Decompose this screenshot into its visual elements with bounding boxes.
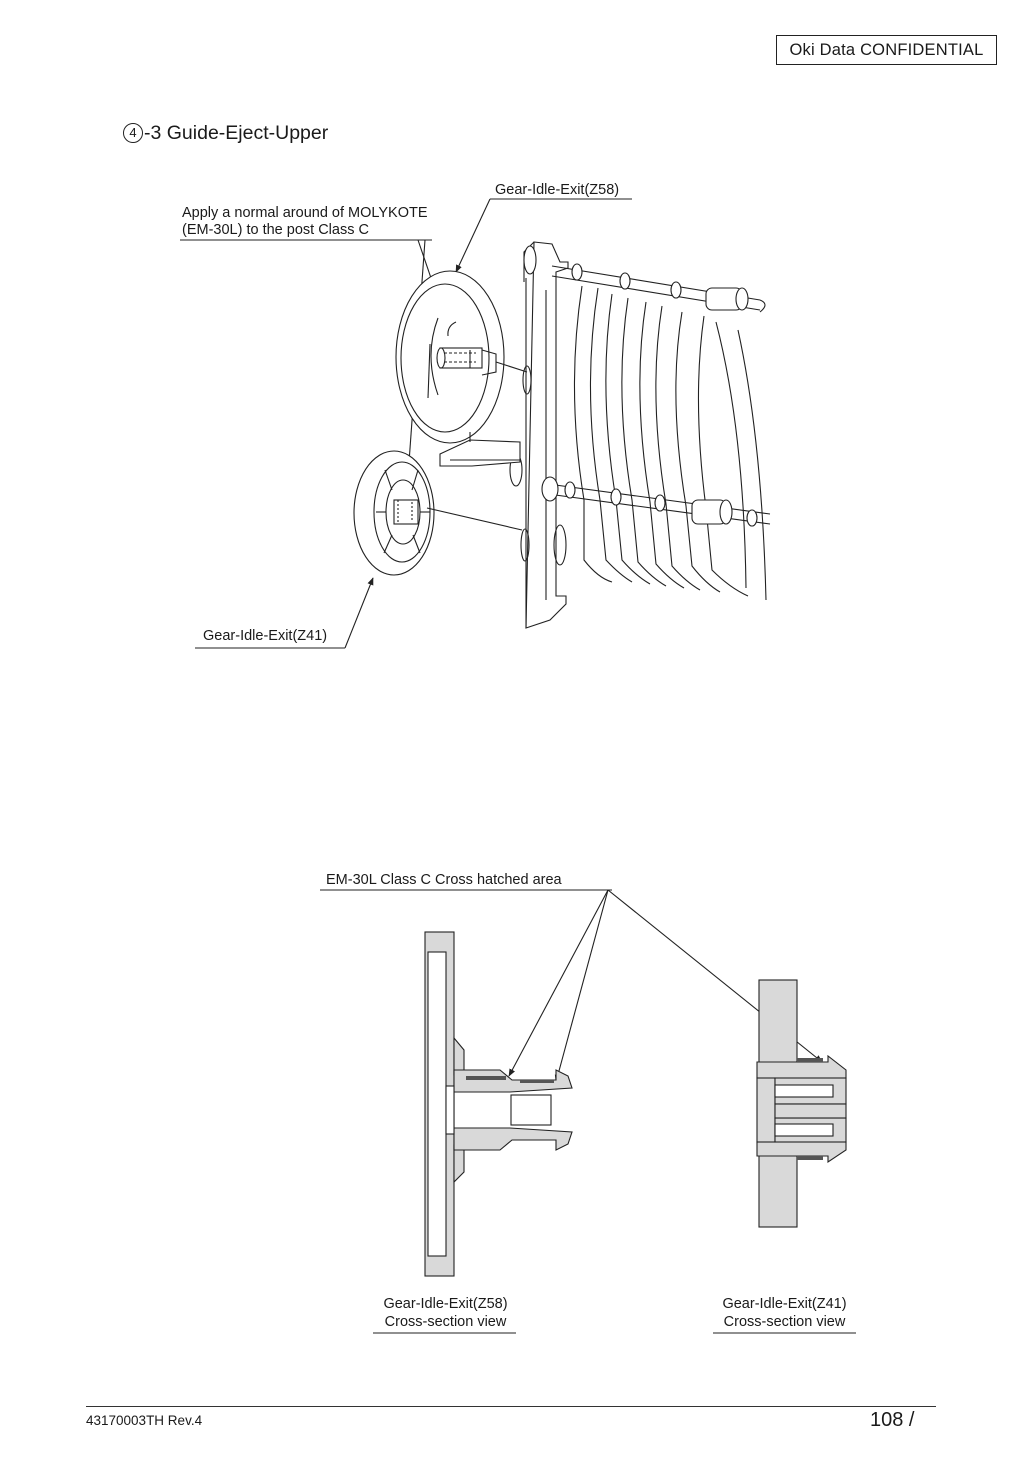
z58-leader [455, 198, 491, 273]
section-title-text: -3 Guide-Eject-Upper [144, 122, 329, 144]
confidential-label: Oki Data CONFIDENTIAL [776, 35, 997, 65]
lubrication-note-line2: (EM-30L) to the post Class C [182, 222, 369, 238]
guide-frame-drawing [439, 241, 569, 629]
document-number: 43170003TH Rev.4 [86, 1413, 203, 1428]
upper-shaft-drawing [551, 263, 766, 313]
guide-ribs-drawing [573, 285, 767, 601]
lower-shaft-drawing [541, 476, 771, 527]
gear-z41-label: Gear-Idle-Exit(Z41) [203, 628, 328, 644]
z41-lube-area-bottom [797, 1156, 823, 1160]
z41-cross-section-caption-1: Gear-Idle-Exit(Z41) [722, 1296, 847, 1312]
z58-lube-area-top [466, 1076, 506, 1080]
gear-z41-drawing [353, 450, 523, 576]
callout-leader-2 [554, 889, 609, 1083]
z41-lube-area-top [797, 1058, 823, 1062]
z58-cross-section-caption-1: Gear-Idle-Exit(Z58) [383, 1296, 508, 1312]
z58-lube-area-top-2 [520, 1080, 554, 1083]
page-number: 108 / [870, 1409, 915, 1431]
z41-leader [344, 577, 374, 649]
gear-z58-drawing [395, 270, 528, 444]
gear-z58-label: Gear-Idle-Exit(Z58) [495, 182, 620, 198]
cross-hatch-callout: EM-30L Class C Cross hatched area [326, 872, 562, 888]
z41-cross-section-caption-2: Cross-section view [723, 1314, 846, 1330]
footer-divider [86, 1406, 936, 1407]
z58-cross-section [424, 931, 573, 1277]
callout-leader-1 [508, 889, 609, 1077]
lubrication-note-line1: Apply a normal around of MOLYKOTE [182, 205, 428, 221]
section-title: 4-3 Guide-Eject-Upper [123, 122, 328, 145]
section-number-badge: 4 [123, 123, 143, 143]
z58-cross-section-caption-2: Cross-section view [384, 1314, 507, 1330]
z41-cross-section [756, 979, 847, 1228]
